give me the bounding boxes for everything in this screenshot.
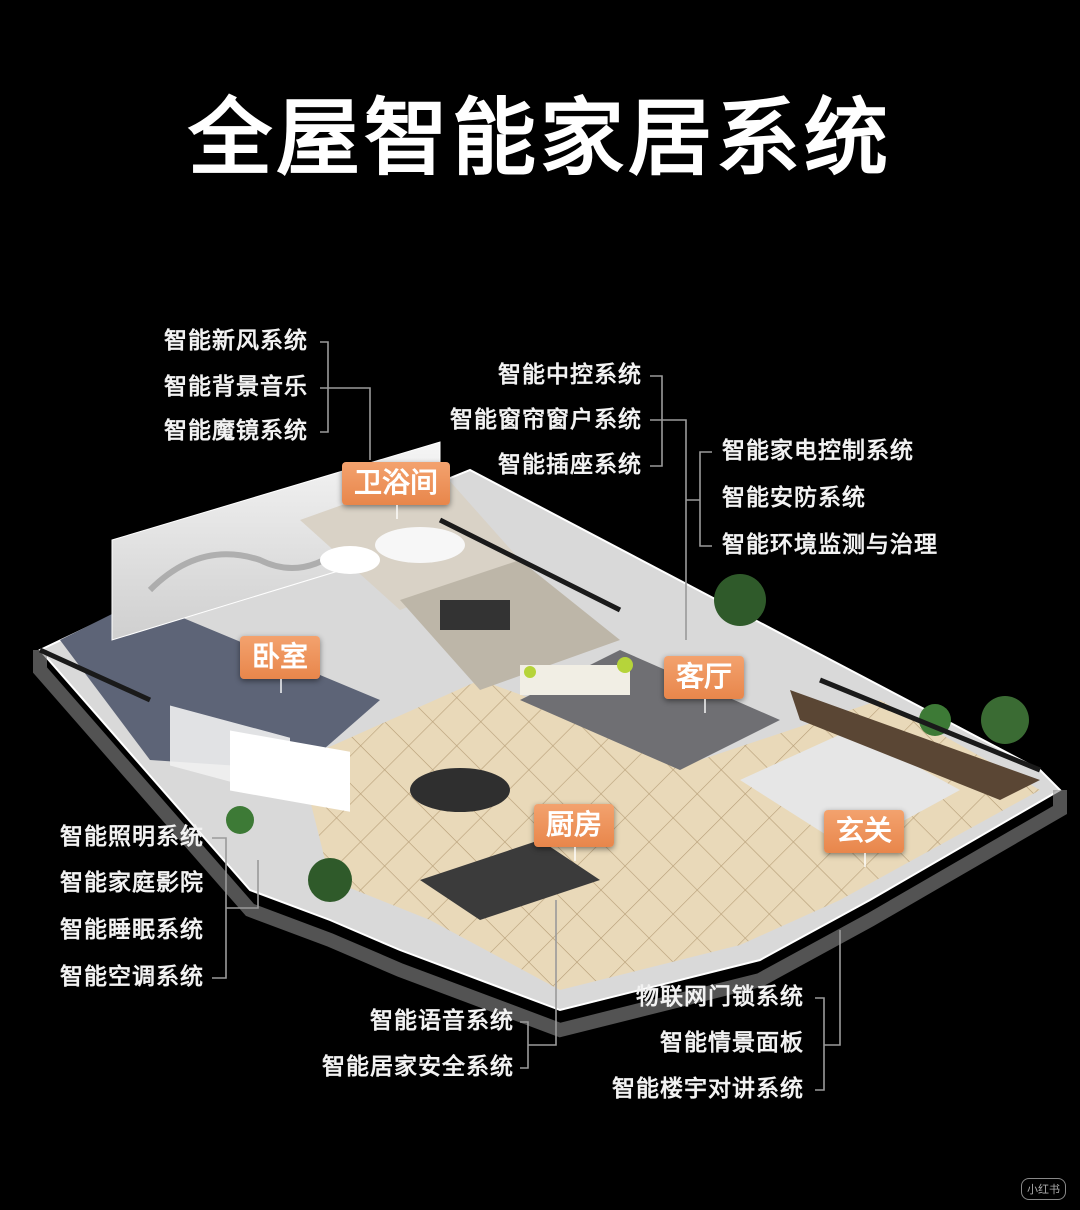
label-appliance-control: 智能家电控制系统 [722,438,914,464]
label-sleep: 智能睡眠系统 [60,917,204,943]
label-security: 智能安防系统 [722,485,866,511]
label-group-top-left: 智能新风系统 智能背景音乐 智能魔镜系统 [0,330,308,450]
label-smart-socket: 智能插座系统 [498,452,642,478]
label-air-conditioning: 智能空调系统 [60,964,204,990]
label-fresh-air: 智能新风系统 [164,328,308,354]
room-tag-kitchen: 厨房 [534,804,615,861]
label-home-safety: 智能居家安全系统 [322,1054,514,1080]
label-group-bottom-left: 智能照明系统 智能家庭影院 智能睡眠系统 智能空调系统 [0,826,204,996]
label-curtain-window: 智能窗帘窗户系统 [450,407,642,433]
label-intercom: 智能楼宇对讲系统 [612,1076,804,1102]
watermark-badge: 小红书 [1021,1178,1066,1200]
room-tag-bathroom: 卫浴间 [342,462,451,519]
room-tag-living: 客厅 [664,656,745,713]
label-central-control: 智能中控系统 [498,362,642,388]
label-background-music: 智能背景音乐 [164,374,308,400]
room-tag-bedroom: 卧室 [240,636,321,693]
page-title: 全屋智能家居系统 [187,89,892,187]
label-group-top-right: 智能家电控制系统 智能安防系统 智能环境监测与治理 [722,440,1072,560]
label-magic-mirror: 智能魔镜系统 [164,418,308,444]
bedroom-area [60,600,380,770]
label-iot-door-lock: 物联网门锁系统 [636,984,804,1010]
label-group-top-center: 智能中控系统 智能窗帘窗户系统 智能插座系统 [380,364,642,484]
label-group-bottom-center: 智能语音系统 智能居家安全系统 [260,1010,514,1090]
label-group-bottom-right: 物联网门锁系统 智能情景面板 智能楼宇对讲系统 [560,986,804,1106]
room-tag-entrance: 玄关 [824,810,905,867]
label-home-theater: 智能家庭影院 [60,870,204,896]
label-scene-panel: 智能情景面板 [660,1030,804,1056]
label-lighting: 智能照明系统 [60,824,204,850]
label-environment-monitor: 智能环境监测与治理 [722,532,938,558]
label-voice: 智能语音系统 [370,1008,514,1034]
